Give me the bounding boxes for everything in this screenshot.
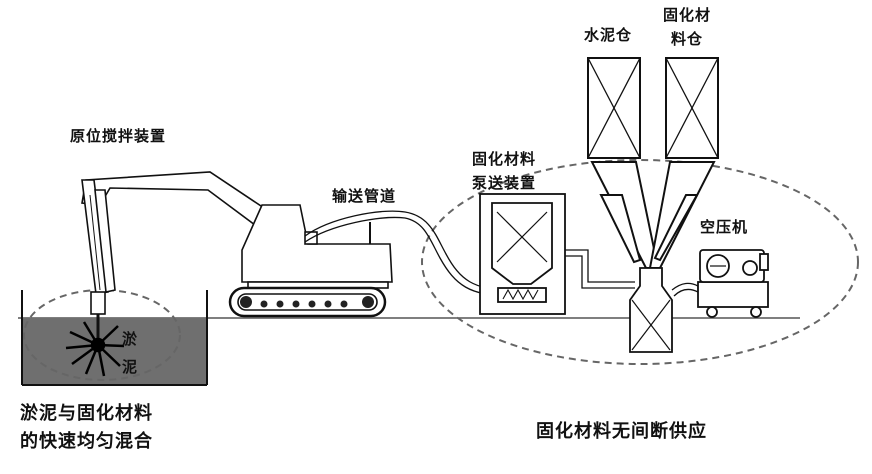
label-air-compressor: 空压机	[700, 218, 749, 236]
caption-mixing-line2: 的快速均匀混合	[20, 431, 153, 452]
label-cement-silo: 水泥仓	[584, 26, 633, 44]
label-material-silo-line2: 料仓	[671, 30, 704, 48]
label-in-situ-mixer: 原位搅拌装置	[70, 127, 167, 145]
excavator-body	[241, 204, 393, 289]
supply-pipe	[565, 249, 635, 289]
mixing-hopper	[629, 267, 673, 353]
caption-supply: 固化材料无间断供应	[536, 421, 707, 442]
excavator-track	[228, 286, 387, 318]
label-delivery-pipe: 输送管道	[332, 187, 397, 205]
caption-mixing-line1: 淤泥与固化材料	[20, 403, 153, 424]
supply-system-outline	[421, 159, 859, 365]
label-sludge-line1: 淤	[122, 330, 139, 348]
label-pump-device-line2: 泵送装置	[472, 174, 537, 192]
pump-device	[479, 193, 566, 315]
material-silo	[648, 57, 719, 269]
delivery-pipe	[304, 210, 511, 297]
label-material-silo-line1: 固化材	[663, 6, 712, 24]
excavator-arm	[81, 171, 272, 345]
label-pump-device-line1: 固化材料	[472, 150, 537, 168]
cement-silo	[587, 57, 660, 269]
air-compressor	[671, 249, 769, 318]
label-sludge-line2: 泥	[122, 358, 139, 376]
mixing-head-icon	[65, 321, 125, 377]
